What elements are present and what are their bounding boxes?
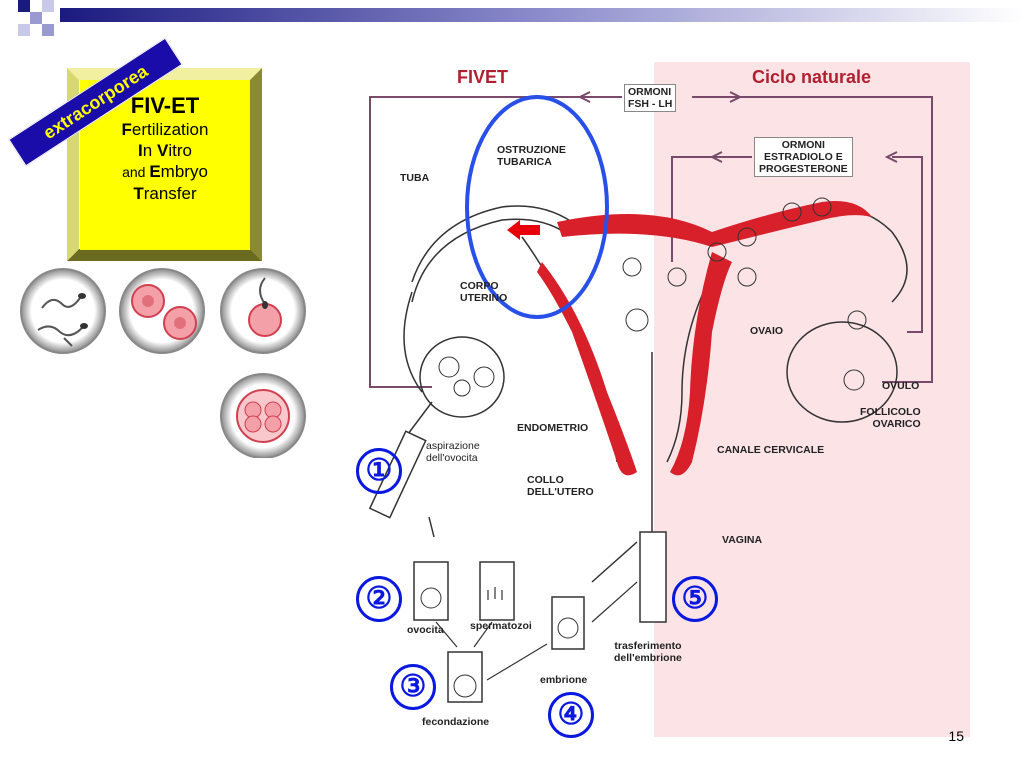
label-fecondazione: fecondazione (422, 716, 490, 728)
label-aspirazione: aspirazione dell'ovocita (426, 440, 480, 464)
label-follicolo-ovarico: FOLLICOLO OVARICO (860, 406, 921, 430)
two-oocytes-dish-icon (119, 268, 205, 354)
label-ovaio: OVAIO (750, 325, 784, 337)
label-vagina: VAGINA (722, 534, 763, 546)
header-ciclo-naturale: Ciclo naturale (752, 67, 872, 87)
label-ormoni-estradiolo: ORMONI ESTRADIOLO E PROGESTERONE (754, 137, 853, 177)
step-3-marker: ③ (390, 664, 436, 710)
step-1-marker: ① (356, 448, 402, 494)
step-4-marker: ④ (548, 692, 594, 738)
label-endometrio: ENDOMETRIO (517, 422, 589, 434)
embryo-dish-icon (220, 373, 306, 458)
header-fivet: FIVET (457, 67, 509, 87)
label-collo-utero: COLLO DELL'UTERO (527, 474, 594, 498)
step-2-marker: ② (356, 576, 402, 622)
title-bar-decoration (18, 0, 1024, 36)
label-embrione: embrione (540, 674, 588, 686)
cell-illustrations (20, 268, 306, 458)
label-trasferimento: trasferimento dell'embrione (614, 640, 682, 664)
badge-line-transfer: Transfer (133, 184, 197, 203)
label-ovocita: ovocita (407, 624, 444, 636)
label-spermatozoi: spermatozoi (470, 620, 532, 632)
badge-line-fertilization: Fertilization (121, 120, 209, 139)
page-number: 15 (948, 728, 964, 744)
badge-line-in-vitro: In Vitro (138, 141, 192, 160)
label-tuba: TUBA (400, 172, 430, 184)
diagram-drawing (352, 62, 970, 737)
fivet-diagram: FIVET Ciclo naturale ORMONI FSH - LH ORM… (352, 62, 970, 737)
badge-line-embryo: and Embryo (122, 162, 208, 181)
badge-title: FIV-ET (130, 93, 200, 118)
sperm-dish-icon (20, 268, 106, 354)
label-ormoni-fsh-lh: ORMONI FSH - LH (624, 84, 677, 112)
label-canale-cervicale: CANALE CERVICALE (717, 444, 825, 456)
badge-face: FIV-ET Fertilization In Vitro and Embryo… (80, 80, 250, 250)
label-ovulo: OVULO (882, 380, 920, 392)
label-ostruzione-tubarica: OSTRUZIONE TUBARICA (497, 144, 566, 168)
step-5-marker: ⑤ (672, 576, 718, 622)
label-corpo-uterino: CORPO UTERINO (460, 280, 508, 304)
fertilization-dish-icon (220, 268, 306, 354)
